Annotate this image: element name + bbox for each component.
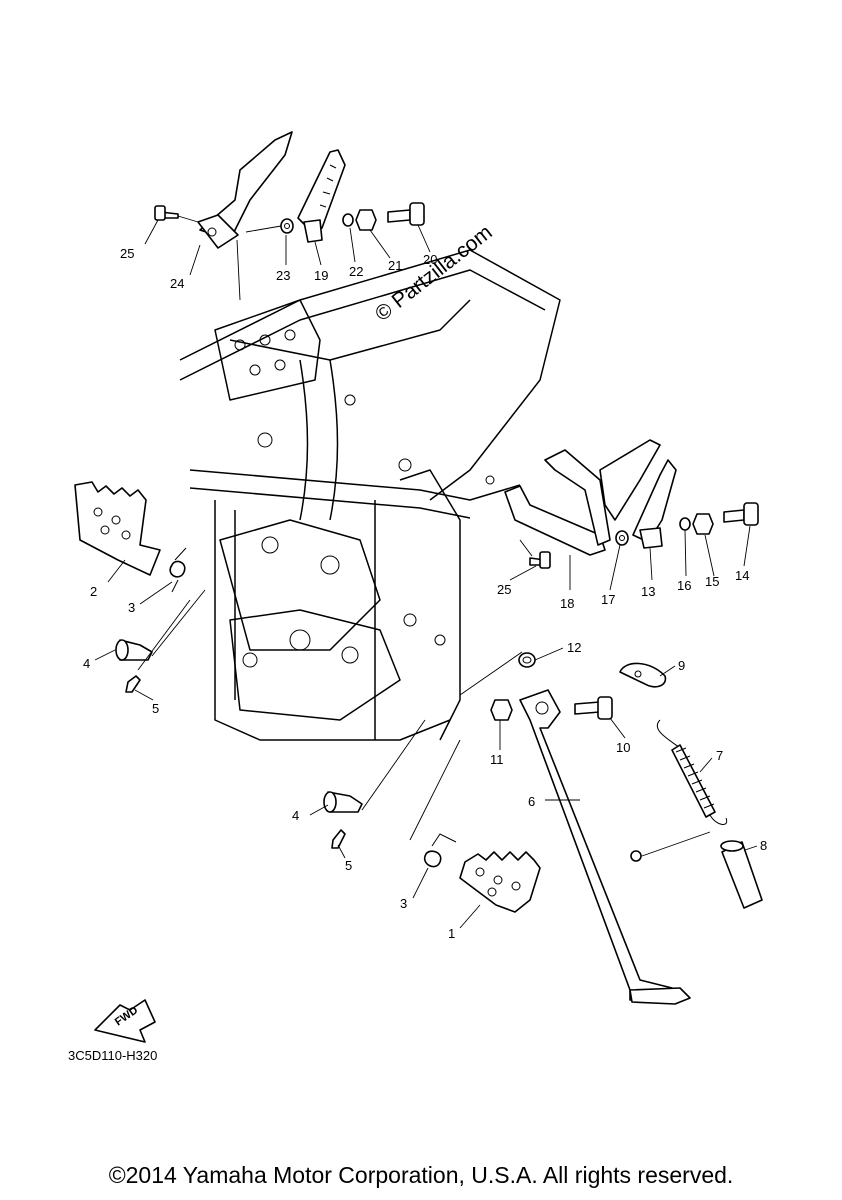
callout-number: 8: [760, 838, 767, 853]
callout-number: 4: [83, 656, 90, 671]
sidestand-assembly: [459, 651, 763, 1005]
callout-number: 18: [560, 596, 574, 611]
callout-number: 17: [601, 592, 615, 607]
callout-number: 19: [314, 268, 328, 283]
front-footrest-left: [74, 481, 187, 593]
callout-number: 25: [120, 246, 134, 261]
main-frame: [179, 249, 561, 741]
callout-number: 25: [497, 582, 511, 597]
callout-number: 23: [276, 268, 290, 283]
diagram-code: 3C5D110-H320: [68, 1048, 157, 1063]
callout-number: 5: [345, 858, 352, 873]
callout-number: 7: [716, 748, 723, 763]
pivot-pin-left: [115, 589, 206, 693]
callout-leaders: [94, 219, 758, 929]
callout-number: 15: [705, 574, 719, 589]
callout-number: 20: [423, 252, 437, 267]
callout-number: 2: [90, 584, 97, 599]
fwd-arrow-icon: FWD: [94, 999, 156, 1043]
callout-labels: 25 24 23 19 22 21 20 2 3 4 5 25 18 17 13…: [83, 246, 767, 941]
callout-number: 22: [349, 264, 363, 279]
callout-number: 21: [388, 258, 402, 273]
callout-number: 3: [128, 600, 135, 615]
rear-footrest-right: [504, 439, 759, 569]
callout-number: 3: [400, 896, 407, 911]
pivot-pin-lower: [323, 719, 461, 868]
callout-number: 1: [448, 926, 455, 941]
callout-number: 4: [292, 808, 299, 823]
rear-footrest-left: [154, 131, 425, 301]
front-footrest-lower: [459, 851, 541, 913]
callout-number: 14: [735, 568, 749, 583]
callout-number: 11: [490, 752, 504, 767]
callout-number: 16: [677, 578, 691, 593]
callout-number: 12: [567, 640, 581, 655]
copyright-text: ©2014 Yamaha Motor Corporation, U.S.A. A…: [108, 1162, 734, 1188]
callout-number: 13: [641, 584, 655, 599]
callout-number: 5: [152, 701, 159, 716]
callout-number: 10: [616, 740, 630, 755]
callout-number: 6: [528, 794, 535, 809]
callout-number: 24: [170, 276, 184, 291]
callout-number: 9: [678, 658, 685, 673]
